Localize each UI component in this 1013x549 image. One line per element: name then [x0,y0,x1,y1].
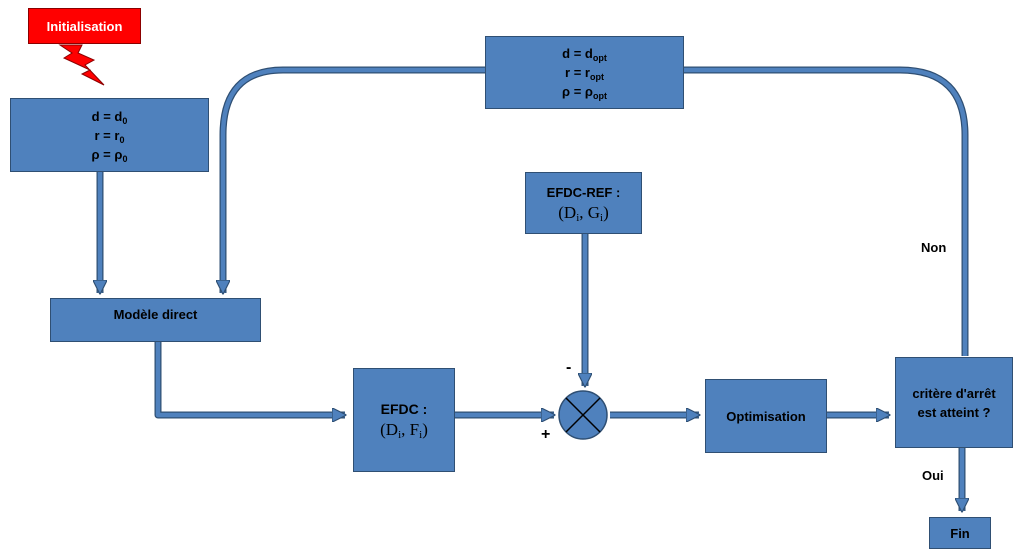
optimisation-box: Optimisation [705,379,827,453]
efdc-box: EFDC : (Di, Fi) [353,368,455,472]
init-rho-line: ρ = ρ0 [91,146,128,164]
opt-rho-line: ρ = ρopt [562,84,607,101]
critere-box: critère d'arrêt est atteint ? [895,357,1013,448]
modele-direct-label: Modèle direct [113,307,198,322]
efdc-ref-formula: (Di, Gi) [558,202,609,224]
opt-d-line: d = dopt [562,46,607,63]
feedback-line-from-critere [684,67,968,356]
init-d-line: d = d0 [91,108,128,126]
lightning-icon [58,44,105,86]
critere-line2: est atteint ? [917,404,991,420]
optimal-values-box: d = dopt r = ropt ρ = ρopt [485,36,684,109]
opt-r-line: r = ropt [565,65,604,82]
modele-direct-box: Modèle direct [50,298,261,342]
fin-box: Fin [929,517,991,549]
efdc-title: EFDC : [380,400,428,417]
initialisation-box: Initialisation [28,8,141,44]
fin-label: Fin [950,525,970,541]
non-label: Non [921,240,947,255]
feedback-arrow-to-modele [223,67,487,293]
efdc-ref-title: EFDC-REF : [546,184,621,200]
plus-sign: + [541,426,551,443]
efdc-formula: (Di, Fi) [380,419,428,441]
efdc-ref-box: EFDC-REF : (Di, Gi) [525,172,642,234]
init-r-line: r = r0 [94,127,125,145]
minus-sign: - [566,359,572,376]
arrow-modele-to-efdc [155,342,345,415]
oui-label: Oui [922,468,944,483]
optimisation-label: Optimisation [726,408,806,424]
initial-values-box: d = d0 r = r0 ρ = ρ0 [10,98,209,172]
comparator-icon [558,390,608,440]
critere-line1: critère d'arrêt [912,385,996,401]
